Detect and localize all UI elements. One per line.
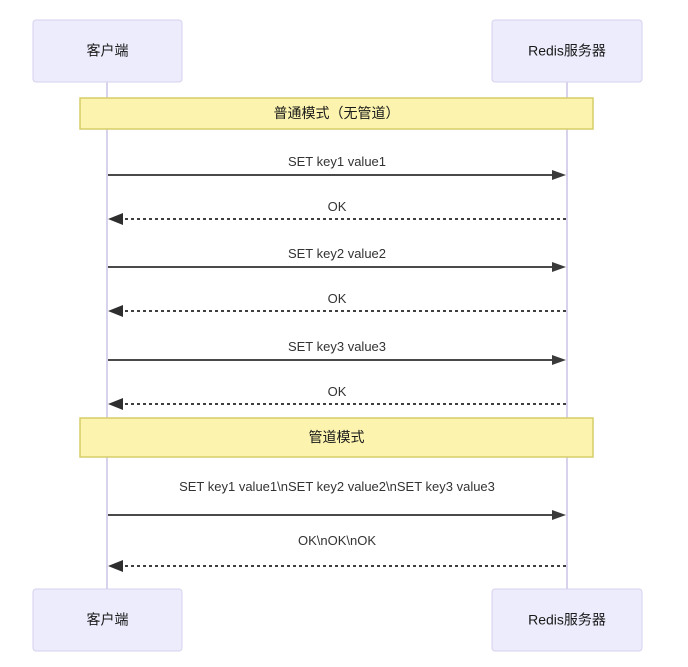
arrow-head-right	[552, 510, 566, 520]
message-ok-2: OK	[108, 291, 566, 317]
message-set-key3: SET key3 value3	[108, 339, 566, 365]
message-label-set-key2: SET key2 value2	[288, 246, 386, 261]
message-pipeline-response: OK\nOK\nOK	[108, 533, 566, 572]
message-label-ok-1: OK	[328, 199, 347, 214]
arrow-head-left	[108, 213, 123, 225]
note-box	[79, 417, 594, 458]
note-pipeline-mode: 管道模式	[79, 417, 594, 458]
participant-box[interactable]	[32, 19, 183, 83]
arrow-head-left	[108, 398, 123, 410]
message-set-key2: SET key2 value2	[108, 246, 566, 272]
message-set-key1: SET key1 value1	[108, 154, 566, 180]
arrow-head-left	[108, 560, 123, 572]
participant-label-client-bottom: 客户端	[87, 612, 129, 628]
arrow-head-left	[108, 305, 123, 317]
participant-client-bottom[interactable]: 客户端	[32, 588, 183, 652]
arrow-head-right	[552, 170, 566, 180]
message-label-set-key3: SET key3 value3	[288, 339, 386, 354]
note-box	[79, 97, 594, 130]
arrow-head-right	[552, 262, 566, 272]
participant-label-server-bottom: Redis服务器	[528, 612, 606, 628]
message-pipeline-request: SET key1 value1\nSET key2 value2\nSET ke…	[108, 479, 566, 520]
message-label-ok-2: OK	[328, 291, 347, 306]
participant-box[interactable]	[32, 588, 183, 652]
participant-label-server-top: Redis服务器	[528, 43, 606, 59]
note-label-pipeline-mode: 管道模式	[309, 429, 365, 445]
participant-box[interactable]	[491, 588, 643, 652]
participant-box[interactable]	[491, 19, 643, 83]
message-label-pipeline-request: SET key1 value1\nSET key2 value2\nSET ke…	[179, 479, 495, 494]
note-normal-mode: 普通模式（无管道）	[79, 97, 594, 130]
message-ok-3: OK	[108, 384, 566, 410]
message-label-set-key1: SET key1 value1	[288, 154, 386, 169]
message-label-pipeline-response: OK\nOK\nOK	[298, 533, 376, 548]
participant-server-bottom[interactable]: Redis服务器	[491, 588, 643, 652]
message-ok-1: OK	[108, 199, 566, 225]
participant-client-top[interactable]: 客户端	[32, 19, 183, 83]
participant-label-client-top: 客户端	[87, 43, 129, 59]
note-label-normal-mode: 普通模式（无管道）	[274, 105, 400, 121]
message-label-ok-3: OK	[328, 384, 347, 399]
arrow-head-right	[552, 355, 566, 365]
participant-server-top[interactable]: Redis服务器	[491, 19, 643, 83]
